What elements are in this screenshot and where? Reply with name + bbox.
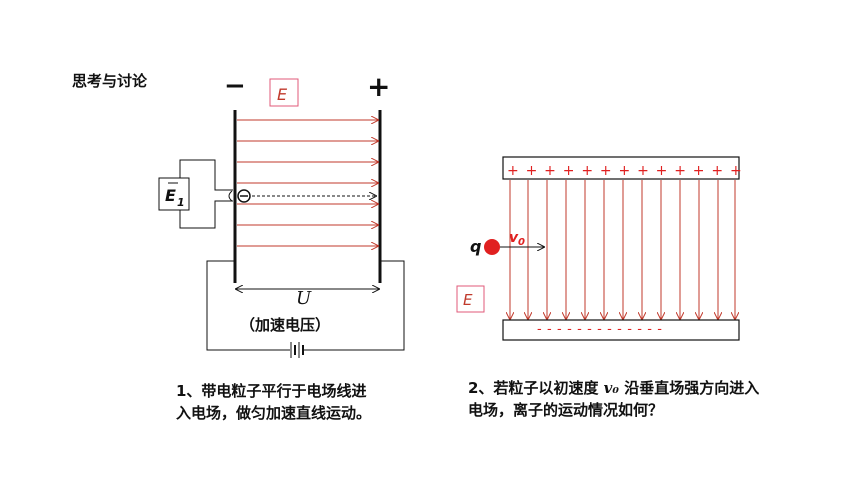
- velocity-label: v: [509, 230, 519, 246]
- caption-one-line2: 入电场，做匀加速直线运动。: [176, 404, 372, 422]
- positive-charges: + + + + + + + + + + + + +: [507, 163, 743, 179]
- page-title: 思考与讨论: [72, 72, 148, 90]
- voltage-label: U: [296, 288, 312, 309]
- accel-voltage-label: （加速电压）: [240, 316, 330, 334]
- caption-two-v0: v₀: [603, 379, 619, 397]
- caption-two: 2、若粒子以初速度 v₀ 沿垂直场强方向进入电场，离子的运动情况如何？: [468, 377, 768, 421]
- caption-one: 1、带电粒子平行于电场线进 入电场，做匀加速直线运动。: [176, 380, 426, 424]
- charge-particle-icon: [484, 239, 500, 255]
- plus-sign: +: [367, 70, 390, 103]
- right-diagram: + + + + + + + + + + + + + - - - - - - - …: [456, 156, 743, 341]
- field-label-right: E: [463, 291, 473, 309]
- emitter-coil-icon: [228, 190, 233, 202]
- velocity-subscript: 0: [518, 237, 525, 248]
- field-lines: [237, 120, 378, 246]
- field-label-box: [269, 78, 299, 107]
- minus-sign: −: [224, 71, 246, 101]
- caption-one-line1: 1、带电粒子平行于电场线进: [176, 382, 367, 400]
- caption-two-part1: 2、若粒子以初速度: [468, 379, 604, 397]
- left-diagram: − + E E 1: [158, 70, 405, 358]
- charge-label: q: [470, 237, 481, 256]
- source-wire: [179, 159, 233, 191]
- source-subscript: 1: [177, 196, 185, 209]
- vertical-field-lines: [510, 180, 735, 319]
- field-label-box-right: [456, 285, 485, 313]
- source-wire: [179, 200, 233, 229]
- source-label: E: [165, 186, 176, 205]
- caption-two-part2: 沿垂直场强方向进入电场，离子的运动情况如何？: [468, 379, 760, 419]
- circuit-wire-left: [206, 260, 290, 351]
- field-label: E: [277, 85, 288, 104]
- negative-plate-bottom: [502, 319, 740, 341]
- negative-charges: - - - - - - - - - - - - -: [537, 322, 663, 337]
- circuit-wire-right: [303, 260, 405, 351]
- positive-plate-top: [502, 156, 740, 180]
